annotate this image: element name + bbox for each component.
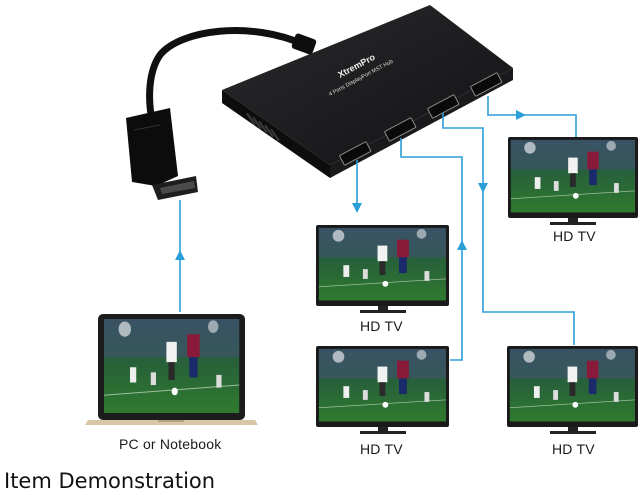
dp-port-3 xyxy=(427,94,460,119)
tv-bottom-middle xyxy=(316,346,449,434)
caption: Item Demonstration xyxy=(4,469,216,493)
tv-label-top-right: HD TV xyxy=(553,228,596,244)
tv-bottom-right xyxy=(507,346,638,434)
tv-label-bottom-middle: HD TV xyxy=(360,441,403,457)
tv-label-middle-left: HD TV xyxy=(360,318,403,334)
dp-port-2 xyxy=(384,117,417,142)
arrow-tv4 xyxy=(478,183,488,193)
mst-hub: XtremPro 4 Ports DisplayPort MST Hub xyxy=(222,5,513,178)
line-port2-tv3 xyxy=(400,138,463,361)
arrow-up-to-plug xyxy=(175,250,185,260)
tv-middle-left xyxy=(316,225,449,313)
tv-label-bottom-right: HD TV xyxy=(552,441,595,457)
tv-top-right xyxy=(508,137,638,225)
dp-port-4 xyxy=(470,72,503,97)
dp-port-1 xyxy=(339,141,372,166)
arrow-tv1 xyxy=(352,203,362,213)
line-port4-tv2 xyxy=(487,96,577,137)
displayport-plug xyxy=(126,108,198,200)
vent-slots xyxy=(246,112,280,142)
arrow-tv2 xyxy=(516,110,526,120)
line-port3-tv4 xyxy=(442,113,575,345)
connection-lines xyxy=(175,96,577,361)
laptop-label: PC or Notebook xyxy=(119,436,222,452)
cable xyxy=(146,27,309,124)
laptop xyxy=(85,314,258,425)
arrow-tv3-mid xyxy=(457,240,467,250)
cable-strain-relief xyxy=(291,33,317,55)
